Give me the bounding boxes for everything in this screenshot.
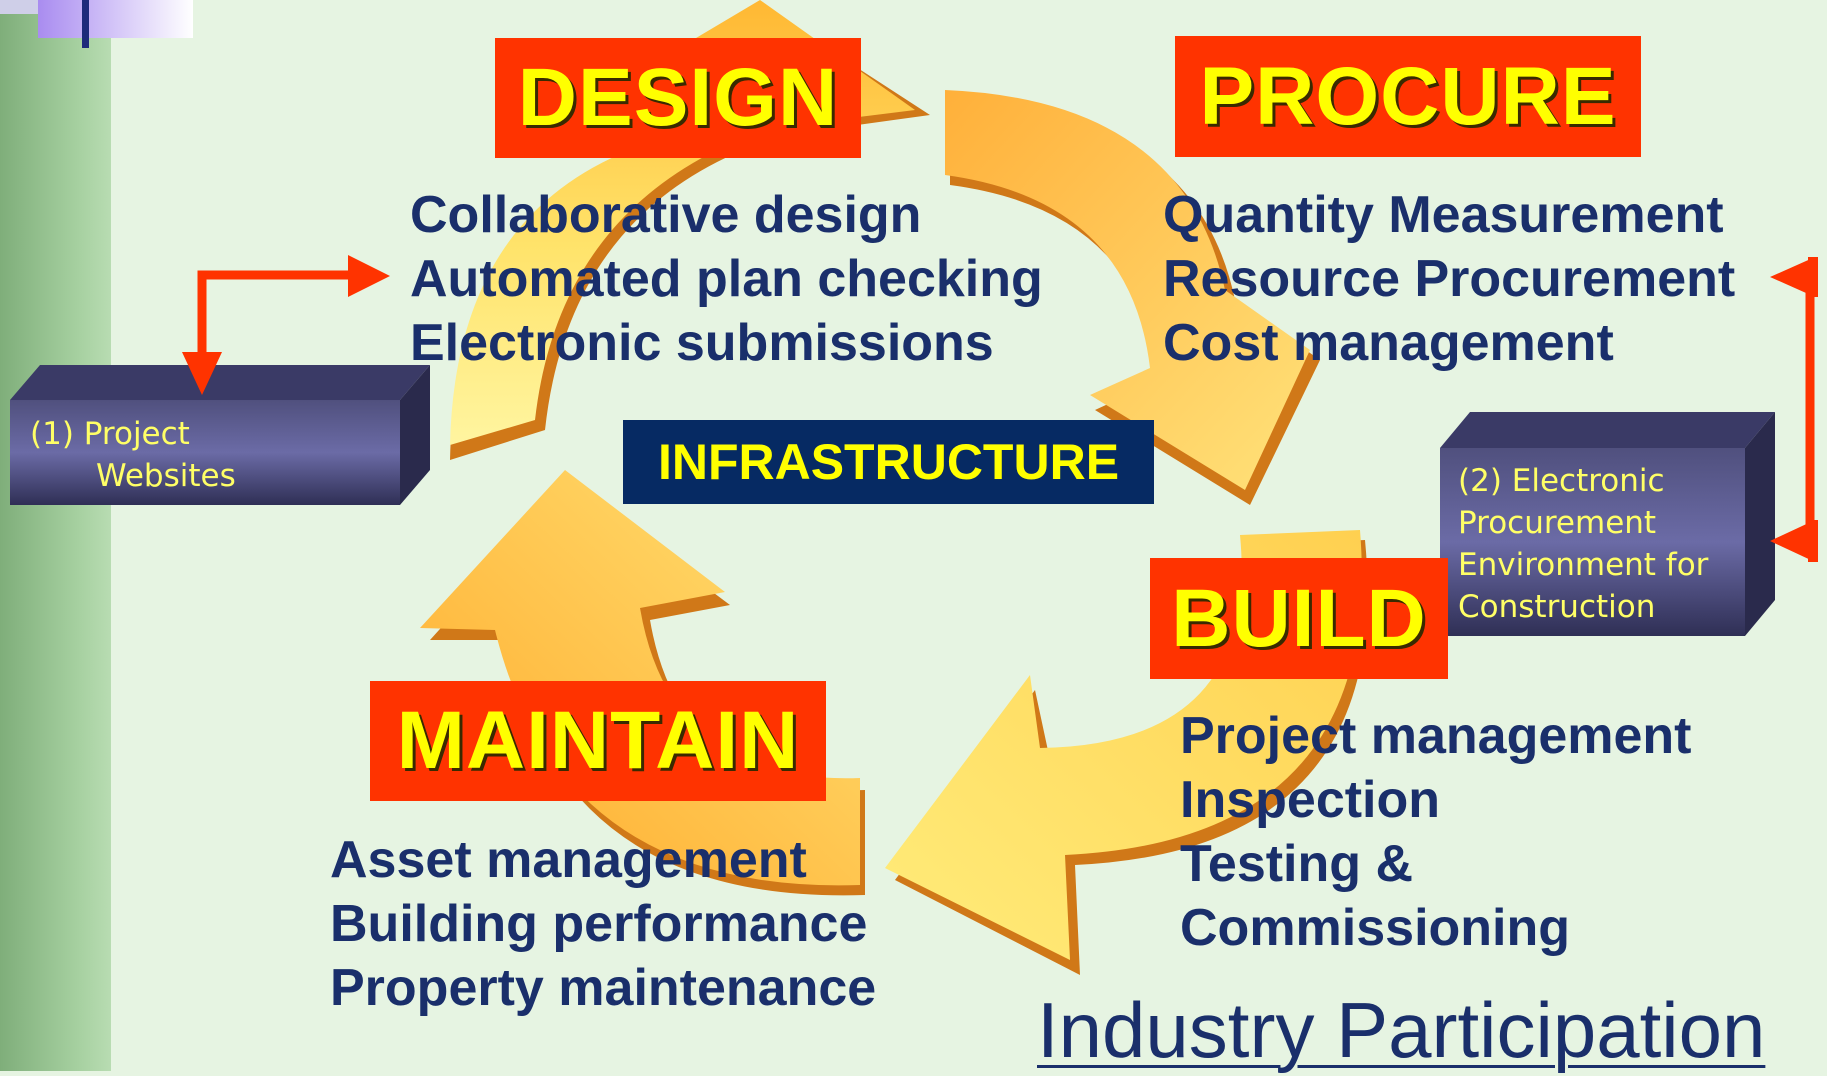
- callout-box-project-websites: [10, 365, 430, 505]
- design-item: Automated plan checking: [410, 250, 1043, 308]
- corner-gradient-bar: [38, 0, 193, 38]
- callout-line: (1) Project: [30, 416, 190, 452]
- procure-label: PROCURE: [1175, 36, 1641, 157]
- design-item: Collaborative design: [410, 186, 922, 244]
- maintain-item: Property maintenance: [330, 959, 877, 1017]
- procure-item: Resource Procurement: [1163, 250, 1736, 308]
- maintain-item: Asset management: [330, 831, 807, 889]
- build-item: Inspection: [1180, 771, 1441, 829]
- build-item: Commissioning: [1180, 899, 1571, 957]
- callout-line: Construction: [1458, 589, 1656, 625]
- procure-items: Quantity Measurement Resource Procuremen…: [1163, 183, 1735, 375]
- left-sidebar-stripe: [0, 0, 111, 1071]
- maintain-label: MAINTAIN: [370, 681, 826, 801]
- callout-line: Environment for: [1458, 547, 1709, 583]
- project-websites-text: (1) Project Websites: [30, 413, 236, 497]
- procure-item: Quantity Measurement: [1163, 186, 1724, 244]
- corner-accent: [0, 0, 38, 14]
- procure-item: Cost management: [1163, 314, 1614, 372]
- industry-participation-footer: Industry Participation: [1037, 986, 1766, 1074]
- maintain-items: Asset management Building performance Pr…: [330, 828, 876, 1020]
- connector-eprocurement-procure: [1770, 257, 1818, 562]
- callout-box-eprocurement: [1440, 412, 1775, 636]
- infrastructure-label: INFRASTRUCTURE: [623, 420, 1154, 504]
- build-item: Testing &: [1180, 835, 1414, 893]
- callout-line: Procurement: [1458, 505, 1657, 541]
- corner-divider: [82, 0, 89, 48]
- callout-line: (2) Electronic: [1458, 463, 1665, 499]
- connector-websites-design: [182, 255, 390, 395]
- arrow-procure: [945, 90, 1320, 505]
- build-item: Project management: [1180, 707, 1692, 765]
- build-label: BUILD: [1150, 558, 1448, 679]
- design-item: Electronic submissions: [410, 314, 994, 372]
- callout-line: Websites: [96, 458, 236, 494]
- maintain-item: Building performance: [330, 895, 868, 953]
- eprocurement-text: (2) Electronic Procurement Environment f…: [1458, 460, 1708, 628]
- design-label: DESIGN: [495, 38, 861, 158]
- build-items: Project management Inspection Testing & …: [1180, 704, 1692, 960]
- design-items: Collaborative design Automated plan chec…: [410, 183, 1043, 375]
